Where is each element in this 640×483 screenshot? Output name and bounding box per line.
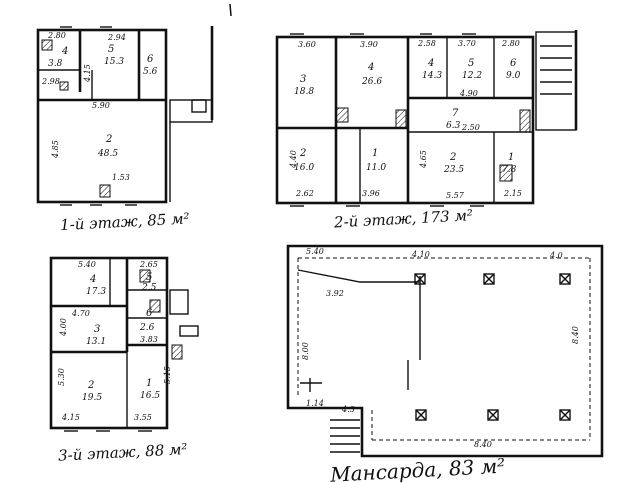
floor-2-outer-wall — [275, 35, 535, 205]
f3-dim: 4.00 — [59, 318, 68, 337]
f2-dim: 4.40 — [289, 150, 298, 169]
f2-dim: 2.62 — [295, 189, 314, 198]
f1-dim: 4.15 — [83, 64, 92, 83]
f2-dim: 3.90 — [360, 40, 378, 49]
f2-room-7-num: 7 — [452, 108, 459, 119]
f2-room-3-num: 3 — [300, 74, 306, 85]
f2-room-1b-area: 7.8 — [502, 165, 517, 175]
f3-room-4-area: 17.3 — [86, 287, 106, 297]
f2-room-1-area: 11.0 — [366, 163, 386, 173]
f1-room-4-num: 4 — [61, 46, 68, 57]
floor-2-caption: 2-й этаж, 173 м² — [333, 206, 474, 231]
f1-dim: 1.53 — [112, 173, 130, 182]
f3-room-1-num: 1 — [146, 378, 152, 389]
f3-room-6-area: 2.6 — [139, 323, 155, 333]
f2-room-2-area: 23.5 — [443, 165, 464, 175]
f1-dim: 2.80 — [47, 31, 66, 40]
f2-room-6-area: 9.0 — [506, 71, 521, 81]
f1-room-5-area: 15.3 — [104, 57, 124, 67]
f2-dim: 3.96 — [362, 189, 380, 198]
f3-room-5-num: 5 — [146, 272, 152, 283]
f2-room-4-num: 4 — [367, 62, 374, 73]
stray-mark — [229, 3, 232, 17]
f3-dim: 4.15 — [61, 413, 80, 422]
f2-room-3-area: 18.8 — [294, 87, 314, 97]
f2-room-2b-area: 16.0 — [294, 163, 314, 173]
f1-dim: 2.94 — [107, 33, 126, 42]
floor-3-caption: 3-й этаж, 88 м² — [58, 440, 188, 465]
f2-room-5-num: 5 — [468, 58, 474, 69]
f1-room-6-area: 5.6 — [143, 67, 158, 77]
attic-outer-wall — [286, 244, 604, 458]
attic-dim: 8.40 — [474, 440, 492, 449]
floor-1-caption: 1-й этаж, 85 м² — [60, 209, 190, 234]
attic-dim: 8.00 — [301, 342, 310, 360]
attic-dim: 4.10 — [411, 250, 430, 259]
floor-2-plan: 3 18.8 4 26.6 4 14.3 5 12.2 6 9.0 7 6.3 … — [275, 30, 578, 231]
f3-room-2-num: 2 — [87, 380, 94, 391]
f3-room-3-num: 3 — [94, 324, 100, 335]
f1-room-4-area: 3.8 — [48, 59, 63, 69]
f2-dim: 2.15 — [503, 189, 522, 198]
f3-room-6-num: 6 — [146, 308, 153, 319]
f2-room-7-area: 6.3 — [446, 121, 461, 131]
attic-dim: 3.92 — [326, 289, 344, 298]
f2-dim: 2.80 — [501, 39, 520, 48]
f3-room-5-area: 2.5 — [141, 283, 157, 293]
f2-dim: 3.60 — [298, 40, 316, 49]
f2-dim: 4.90 — [459, 89, 478, 98]
f1-room-2-num: 2 — [105, 134, 112, 145]
f3-room-1-area: 16.5 — [140, 391, 160, 401]
f3-dim: 5.30 — [57, 368, 66, 386]
f2-room-6-num: 6 — [510, 58, 517, 69]
f2-room-4-area: 26.6 — [361, 77, 382, 87]
f3-room-3-area: 13.1 — [86, 337, 106, 347]
floor-1-outer-wall — [36, 28, 168, 204]
f2-dim: 2.50 — [461, 123, 480, 132]
attic-dim: 4.3 — [341, 405, 355, 414]
f3-dim: 5.40 — [78, 260, 96, 269]
f3-room-4-num: 4 — [89, 274, 96, 285]
attic-caption: Мансарда, 83 м² — [329, 454, 506, 483]
f2-room-4b-num: 4 — [427, 58, 434, 69]
f2-dim: 5.57 — [446, 191, 465, 200]
f3-dim: 3.83 — [140, 335, 158, 344]
attic-plan: 5.40 4.10 3.92 8.00 1.14 4.3 8.40 8.40 4… — [286, 244, 604, 483]
attic-dim: 5.40 — [306, 247, 324, 256]
f2-room-1b-num: 1 — [508, 152, 514, 163]
f1-room-5-num: 5 — [108, 44, 114, 55]
f2-room-2-num: 2 — [449, 152, 456, 163]
f2-dim: 3.70 — [458, 39, 476, 48]
f2-room-4b-area: 14.3 — [422, 71, 442, 81]
attic-dim: 8.40 — [571, 326, 580, 344]
f1-dim: 2.98 — [41, 77, 60, 86]
f2-room-5-area: 12.2 — [462, 71, 482, 81]
f1-dim: 4.85 — [51, 140, 60, 159]
attic-dim: 4.0 — [549, 251, 563, 260]
floor-3-plan: 4 17.3 3 13.1 2 19.5 1 16.5 5 2.5 6 2.6 … — [49, 256, 199, 465]
f1-dim: 5.90 — [92, 101, 110, 110]
f3-dim: 3.55 — [134, 413, 152, 422]
f3-room-2-area: 19.5 — [82, 393, 102, 403]
f2-room-2b-num: 2 — [299, 148, 306, 159]
floor-1-plan: 4 3.8 5 15.3 6 5.6 2 48.5 2.80 2.94 4.15… — [36, 26, 214, 234]
f3-dim: 5.15 — [163, 366, 172, 384]
floor-3-outer-wall — [49, 256, 169, 430]
f3-dim: 4.70 — [71, 309, 90, 318]
f2-room-1-num: 1 — [372, 148, 378, 159]
f1-room-6-num: 6 — [147, 54, 154, 65]
f2-dim: 2.58 — [417, 39, 436, 48]
attic-dim: 1.14 — [306, 399, 324, 408]
f3-dim: 2.65 — [139, 260, 158, 269]
f2-dim: 4.65 — [419, 150, 428, 169]
f1-room-2-area: 48.5 — [97, 149, 118, 159]
